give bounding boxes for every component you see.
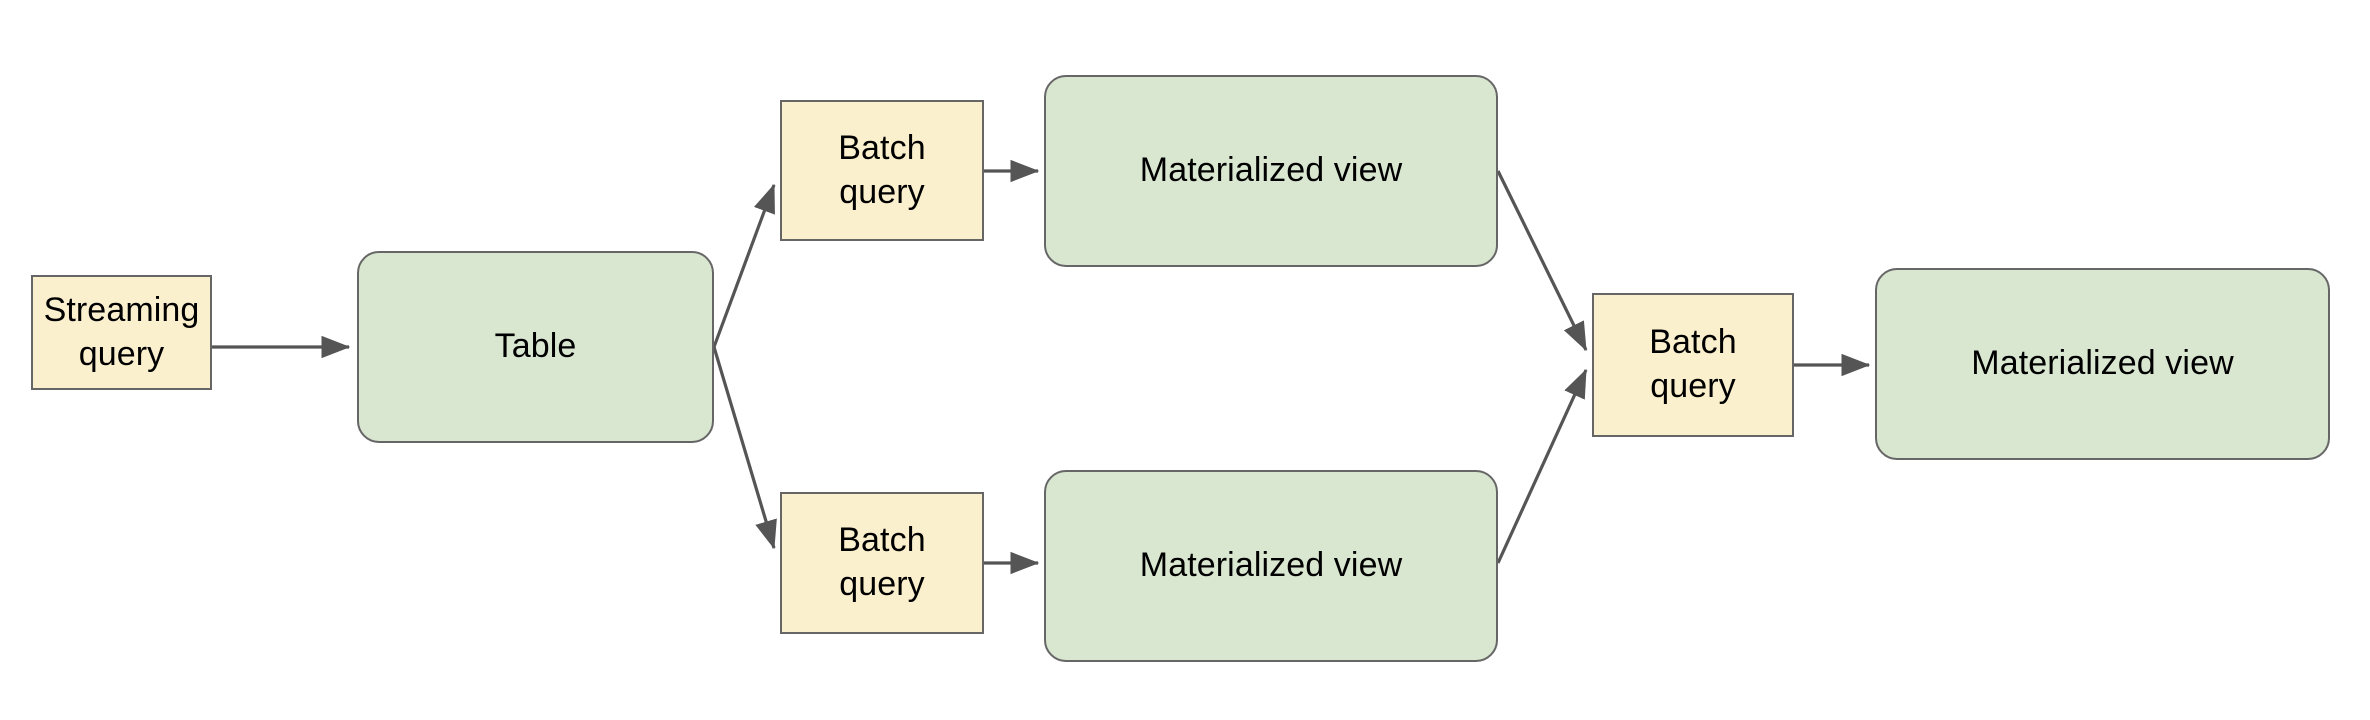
edge-materialized-view-top-to-batch-query-merge [1496, 170, 1588, 352]
node-batch-query-top[interactable]: Batch query [780, 100, 984, 241]
node-label: Materialized view [1139, 546, 1403, 585]
node-label: Materialized view [1139, 151, 1403, 190]
node-streaming-query[interactable]: Streaming query [31, 275, 212, 390]
edge-materialized-view-bottom-to-batch-query-merge [1496, 368, 1588, 564]
node-label: Batch query [838, 128, 926, 211]
node-label: Batch query [838, 521, 926, 603]
node-materialized-view-bottom[interactable]: Materialized view [1044, 470, 1498, 662]
node-label: Table [494, 327, 577, 366]
node-batch-query-bottom[interactable]: Batch query [780, 492, 984, 634]
edge-table-to-batch-query-top [712, 183, 776, 348]
node-label: Streaming query [43, 290, 200, 373]
node-label: Materialized view [1971, 344, 2234, 383]
node-materialized-view-top[interactable]: Materialized view [1044, 75, 1498, 267]
edge-table-to-batch-query-bottom [712, 346, 777, 550]
node-table[interactable]: Table [357, 251, 714, 443]
node-materialized-view-final[interactable]: Materialized view [1875, 268, 2330, 460]
node-label: Batch query [1649, 323, 1737, 405]
node-batch-query-merge[interactable]: Batch query [1592, 293, 1794, 437]
